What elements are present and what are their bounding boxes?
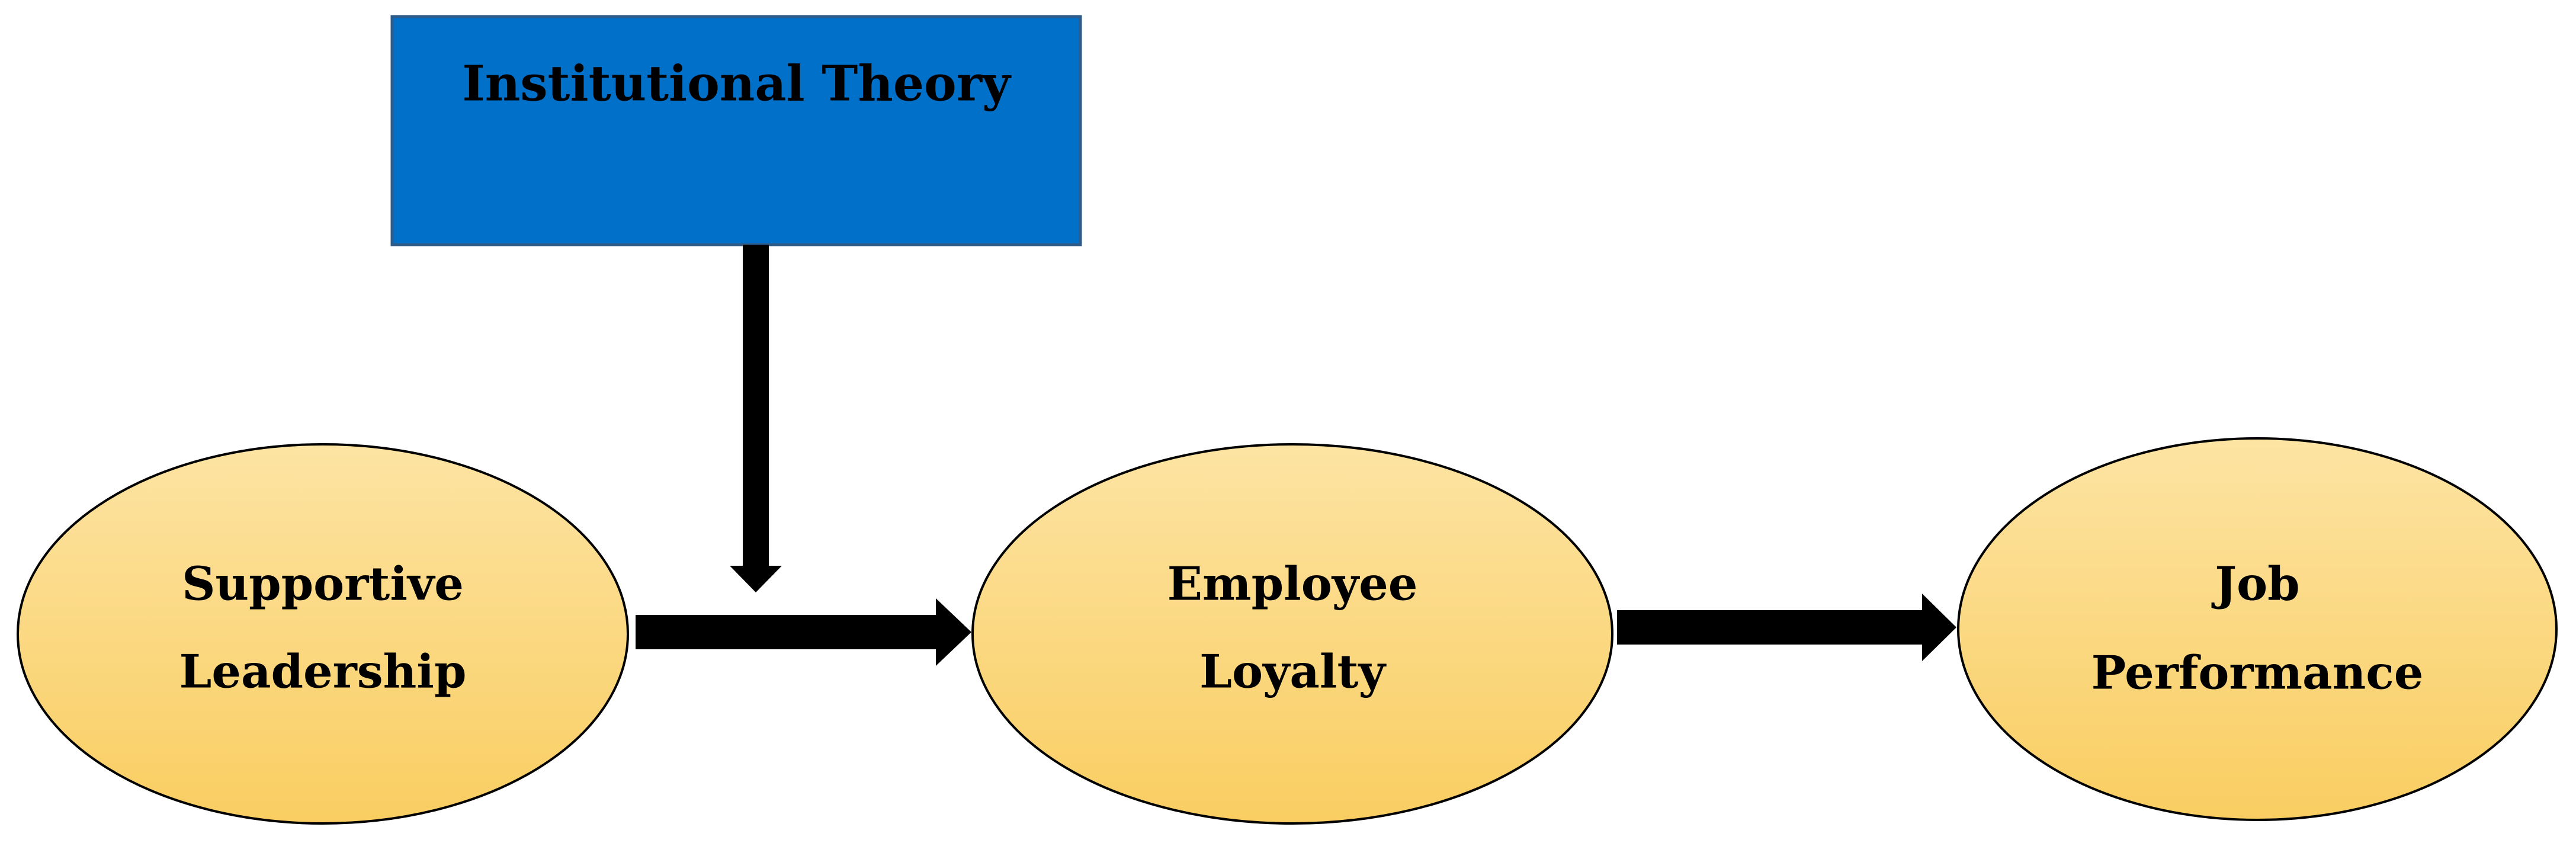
arrow-leadership-to-loyalty-head (936, 598, 971, 666)
job-performance-ellipse (1957, 437, 2558, 821)
institutional-theory-box-shape (390, 15, 1082, 246)
job-performance-node: Job Performance (1957, 437, 2558, 821)
institutional-theory-box: Institutional Theory (390, 15, 1082, 246)
arrow-loyalty-to-performance (1617, 594, 1956, 661)
employee-loyalty-line1: Employee (1167, 557, 1418, 611)
job-performance-line2: Performance (2091, 646, 2424, 700)
institutional-theory-label: Institutional Theory (462, 55, 1012, 112)
moderation-arrow-head (730, 566, 782, 592)
employee-loyalty-ellipse (971, 443, 1613, 825)
employee-loyalty-line2: Loyalty (1199, 645, 1387, 699)
employee-loyalty-node: Employee Loyalty (971, 443, 1613, 825)
supportive-leadership-line1: Supportive (182, 557, 464, 611)
arrow-leadership-to-loyalty (636, 598, 971, 666)
job-performance-line1: Job (2211, 557, 2299, 611)
arrow-loyalty-to-performance-head (1922, 594, 1956, 661)
moderation-arrow-shaft (743, 245, 769, 566)
moderation-arrow (730, 245, 782, 592)
supportive-leadership-node: Supportive Leadership (17, 443, 629, 825)
supportive-leadership-ellipse (17, 443, 629, 825)
arrow-loyalty-to-performance-shaft (1617, 610, 1925, 645)
arrow-leadership-to-loyalty-shaft (636, 615, 938, 649)
supportive-leadership-line2: Leadership (179, 645, 466, 699)
